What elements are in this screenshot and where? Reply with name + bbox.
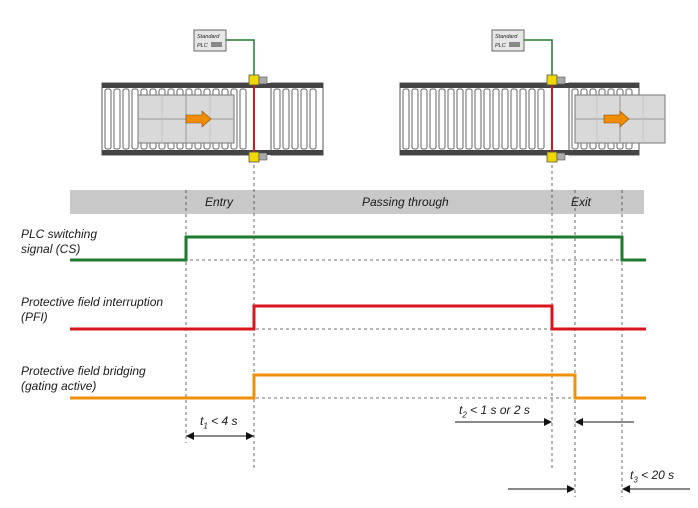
- roller: [510, 88, 518, 150]
- roller: [104, 88, 112, 150]
- plc-wire: [524, 39, 553, 75]
- phase-label-passing: Passing through: [362, 195, 449, 209]
- cs-label-line1: PLC switching: [21, 227, 98, 241]
- t1-label: t1 < 4 s: [200, 414, 238, 431]
- plc-label: Standard: [197, 34, 220, 40]
- roller: [483, 88, 491, 150]
- plc-label: PLC: [197, 43, 208, 49]
- phase-label-exit: Exit: [571, 195, 592, 209]
- cs-signal-trace: [70, 235, 646, 262]
- roller: [402, 88, 410, 150]
- phase-bar: [70, 190, 644, 214]
- roller: [456, 88, 464, 150]
- roller: [420, 88, 428, 150]
- conveyor-right: Standard PLC: [399, 29, 666, 163]
- time-guides: [185, 165, 623, 497]
- gating-label-line2: (gating active): [21, 379, 97, 393]
- direction-arrow-icon: [185, 110, 212, 128]
- conveyor-left: Standard PLC: [101, 29, 324, 163]
- roller: [309, 88, 317, 150]
- pfi-label-line1: Protective field interruption: [21, 295, 164, 309]
- plc-label: Standard: [495, 34, 518, 40]
- plc-box: Standard PLC: [193, 29, 227, 52]
- plc-box: Standard PLC: [491, 29, 525, 52]
- roller: [465, 88, 473, 150]
- phase-label-entry: Entry: [205, 195, 234, 209]
- roller: [291, 88, 299, 150]
- roller: [438, 88, 446, 150]
- roller: [411, 88, 419, 150]
- cs-label-line2: signal (CS): [21, 242, 81, 256]
- roller: [273, 88, 281, 150]
- t3-label: t3 < 20 s: [630, 468, 675, 485]
- direction-arrow-icon: [603, 110, 630, 128]
- roller: [282, 88, 290, 150]
- roller: [131, 88, 139, 150]
- roller: [537, 88, 545, 150]
- t2-label: t2 < 1 s or 2 s: [459, 403, 530, 420]
- roller: [122, 88, 130, 150]
- sensor-emitter: [248, 74, 260, 86]
- roller: [300, 88, 308, 150]
- gating-signal-trace: [70, 373, 646, 400]
- pfi-signal-trace: [70, 304, 646, 331]
- roller: [474, 88, 482, 150]
- roller: [492, 88, 500, 150]
- roller: [113, 88, 121, 150]
- roller: [429, 88, 437, 150]
- pfi-label-line2: (PFI): [21, 310, 48, 324]
- roller: [239, 88, 247, 150]
- roller: [528, 88, 536, 150]
- roller: [501, 88, 509, 150]
- gating-label-line1: Protective field bridging: [21, 364, 146, 378]
- plc-wire: [226, 39, 255, 75]
- sensor-emitter: [546, 74, 558, 86]
- plc-label: PLC: [495, 43, 506, 49]
- sensor-receiver: [546, 151, 558, 163]
- sensor-receiver: [248, 151, 260, 163]
- roller: [447, 88, 455, 150]
- roller: [519, 88, 527, 150]
